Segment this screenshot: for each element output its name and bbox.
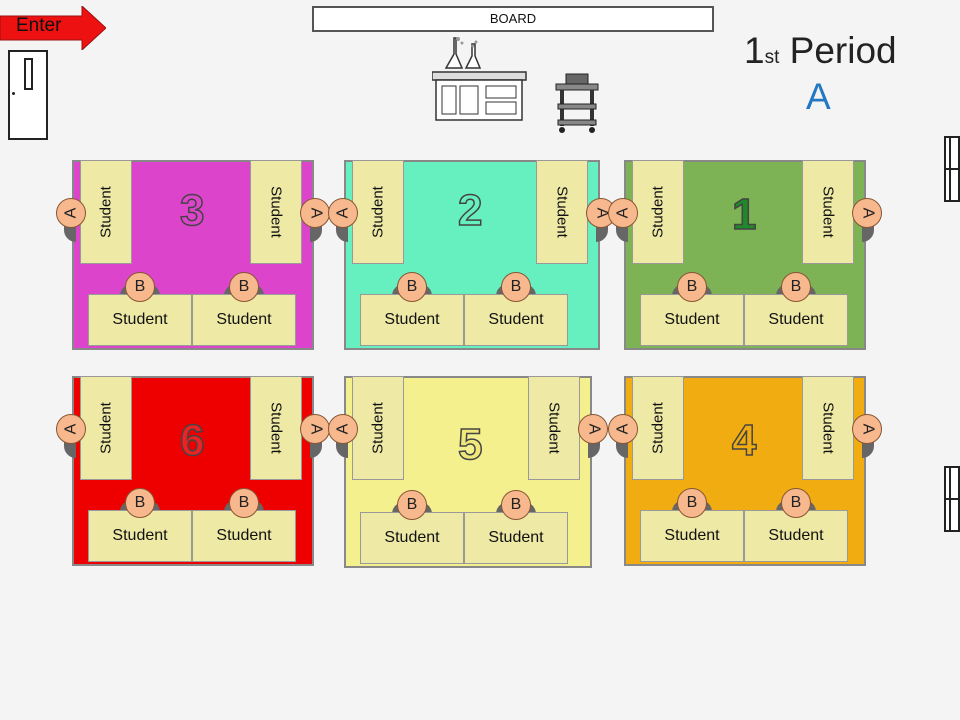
- seat-b-badge: B: [125, 488, 155, 518]
- student-label: Student: [553, 186, 571, 238]
- seat-a-badge: A: [608, 198, 638, 228]
- seat-a-label: A: [333, 207, 351, 219]
- seat-a-badge: A: [56, 198, 86, 228]
- seat-b-badge: B: [125, 272, 155, 302]
- seat-b-badge: B: [677, 488, 707, 518]
- seat-a-badge: A: [328, 198, 358, 228]
- seat-a-badge: A: [300, 414, 330, 444]
- seat-a-label: A: [306, 207, 324, 219]
- student-label: Student: [649, 402, 667, 454]
- projector-cart-icon: [555, 73, 599, 133]
- seat-b-badge: B: [397, 272, 427, 302]
- window-icon: [944, 136, 960, 202]
- seat-a-badge: A: [578, 414, 608, 444]
- seat-a-label: A: [613, 207, 631, 219]
- board: BOARD: [312, 6, 714, 32]
- seat-a-label: A: [584, 423, 602, 435]
- seat-a-label: A: [858, 423, 876, 435]
- seat-a-label: A: [613, 423, 631, 435]
- student-seat-bottom-left[interactable]: Student: [88, 510, 192, 562]
- group-letter: A: [806, 76, 831, 117]
- student-seat-bottom-left[interactable]: Student: [640, 510, 744, 562]
- student-seat-right[interactable]: Student: [802, 160, 854, 264]
- student-label: Student: [97, 186, 115, 238]
- table-number: 1: [731, 189, 757, 240]
- seat-a-label: A: [61, 207, 79, 219]
- student-seat-bottom-right[interactable]: Student: [464, 512, 568, 564]
- seat-a-badge: A: [852, 198, 882, 228]
- student-seat-bottom-left[interactable]: Student: [360, 512, 464, 564]
- student-seat-right[interactable]: Student: [528, 376, 580, 480]
- seat-b-badge: B: [397, 490, 427, 520]
- seat-a-label: A: [333, 423, 351, 435]
- student-seat-left[interactable]: Student: [352, 160, 404, 264]
- student-seat-bottom-right[interactable]: Student: [464, 294, 568, 346]
- seat-b-badge: B: [677, 272, 707, 302]
- student-seat-left[interactable]: Student: [80, 160, 132, 264]
- seat-a-badge: A: [608, 414, 638, 444]
- seat-a-label: A: [306, 423, 324, 435]
- table-number: 3: [179, 185, 205, 236]
- student-seat-right[interactable]: Student: [250, 376, 302, 480]
- seat-b-badge: B: [781, 488, 811, 518]
- seat-b-badge: B: [229, 488, 259, 518]
- period-heading: 1st Period: [744, 30, 897, 72]
- table-number: 5: [457, 419, 483, 470]
- seat-a-badge: A: [56, 414, 86, 444]
- student-label: Student: [545, 402, 563, 454]
- student-label: Student: [369, 402, 387, 454]
- seat-a-label: A: [61, 423, 79, 435]
- seat-a-badge: A: [300, 198, 330, 228]
- student-label: Student: [819, 186, 837, 238]
- student-label: Student: [819, 402, 837, 454]
- table-number: 6: [179, 415, 205, 466]
- period-suffix: st: [764, 47, 780, 68]
- door-icon: [8, 50, 48, 140]
- student-seat-left[interactable]: Student: [632, 376, 684, 480]
- student-seat-bottom-right[interactable]: Student: [192, 510, 296, 562]
- seat-a-label: A: [858, 207, 876, 219]
- student-seat-bottom-left[interactable]: Student: [640, 294, 744, 346]
- student-seat-left[interactable]: Student: [352, 376, 404, 480]
- student-label: Student: [267, 402, 285, 454]
- student-seat-right[interactable]: Student: [536, 160, 588, 264]
- seat-a-badge: A: [328, 414, 358, 444]
- enter-arrow-icon: [0, 6, 106, 50]
- period-word: Period: [789, 30, 897, 71]
- seat-b-badge: B: [501, 490, 531, 520]
- student-seat-right[interactable]: Student: [802, 376, 854, 480]
- student-seat-bottom-left[interactable]: Student: [88, 294, 192, 346]
- student-seat-bottom-right[interactable]: Student: [744, 294, 848, 346]
- student-label: Student: [649, 186, 667, 238]
- seat-b-badge: B: [781, 272, 811, 302]
- window-icon: [944, 466, 960, 532]
- student-seat-left[interactable]: Student: [632, 160, 684, 264]
- seat-a-badge: A: [852, 414, 882, 444]
- student-seat-left[interactable]: Student: [80, 376, 132, 480]
- table-number: 4: [731, 415, 757, 466]
- student-seat-bottom-right[interactable]: Student: [192, 294, 296, 346]
- seat-b-badge: B: [229, 272, 259, 302]
- seat-b-badge: B: [501, 272, 531, 302]
- period-number: 1: [744, 30, 765, 71]
- student-label: Student: [267, 186, 285, 238]
- student-label: Student: [97, 402, 115, 454]
- lab-bench-icon: [432, 37, 527, 121]
- student-label: Student: [369, 186, 387, 238]
- student-seat-right[interactable]: Student: [250, 160, 302, 264]
- table-number: 2: [457, 185, 483, 236]
- enter-label: Enter: [16, 15, 62, 36]
